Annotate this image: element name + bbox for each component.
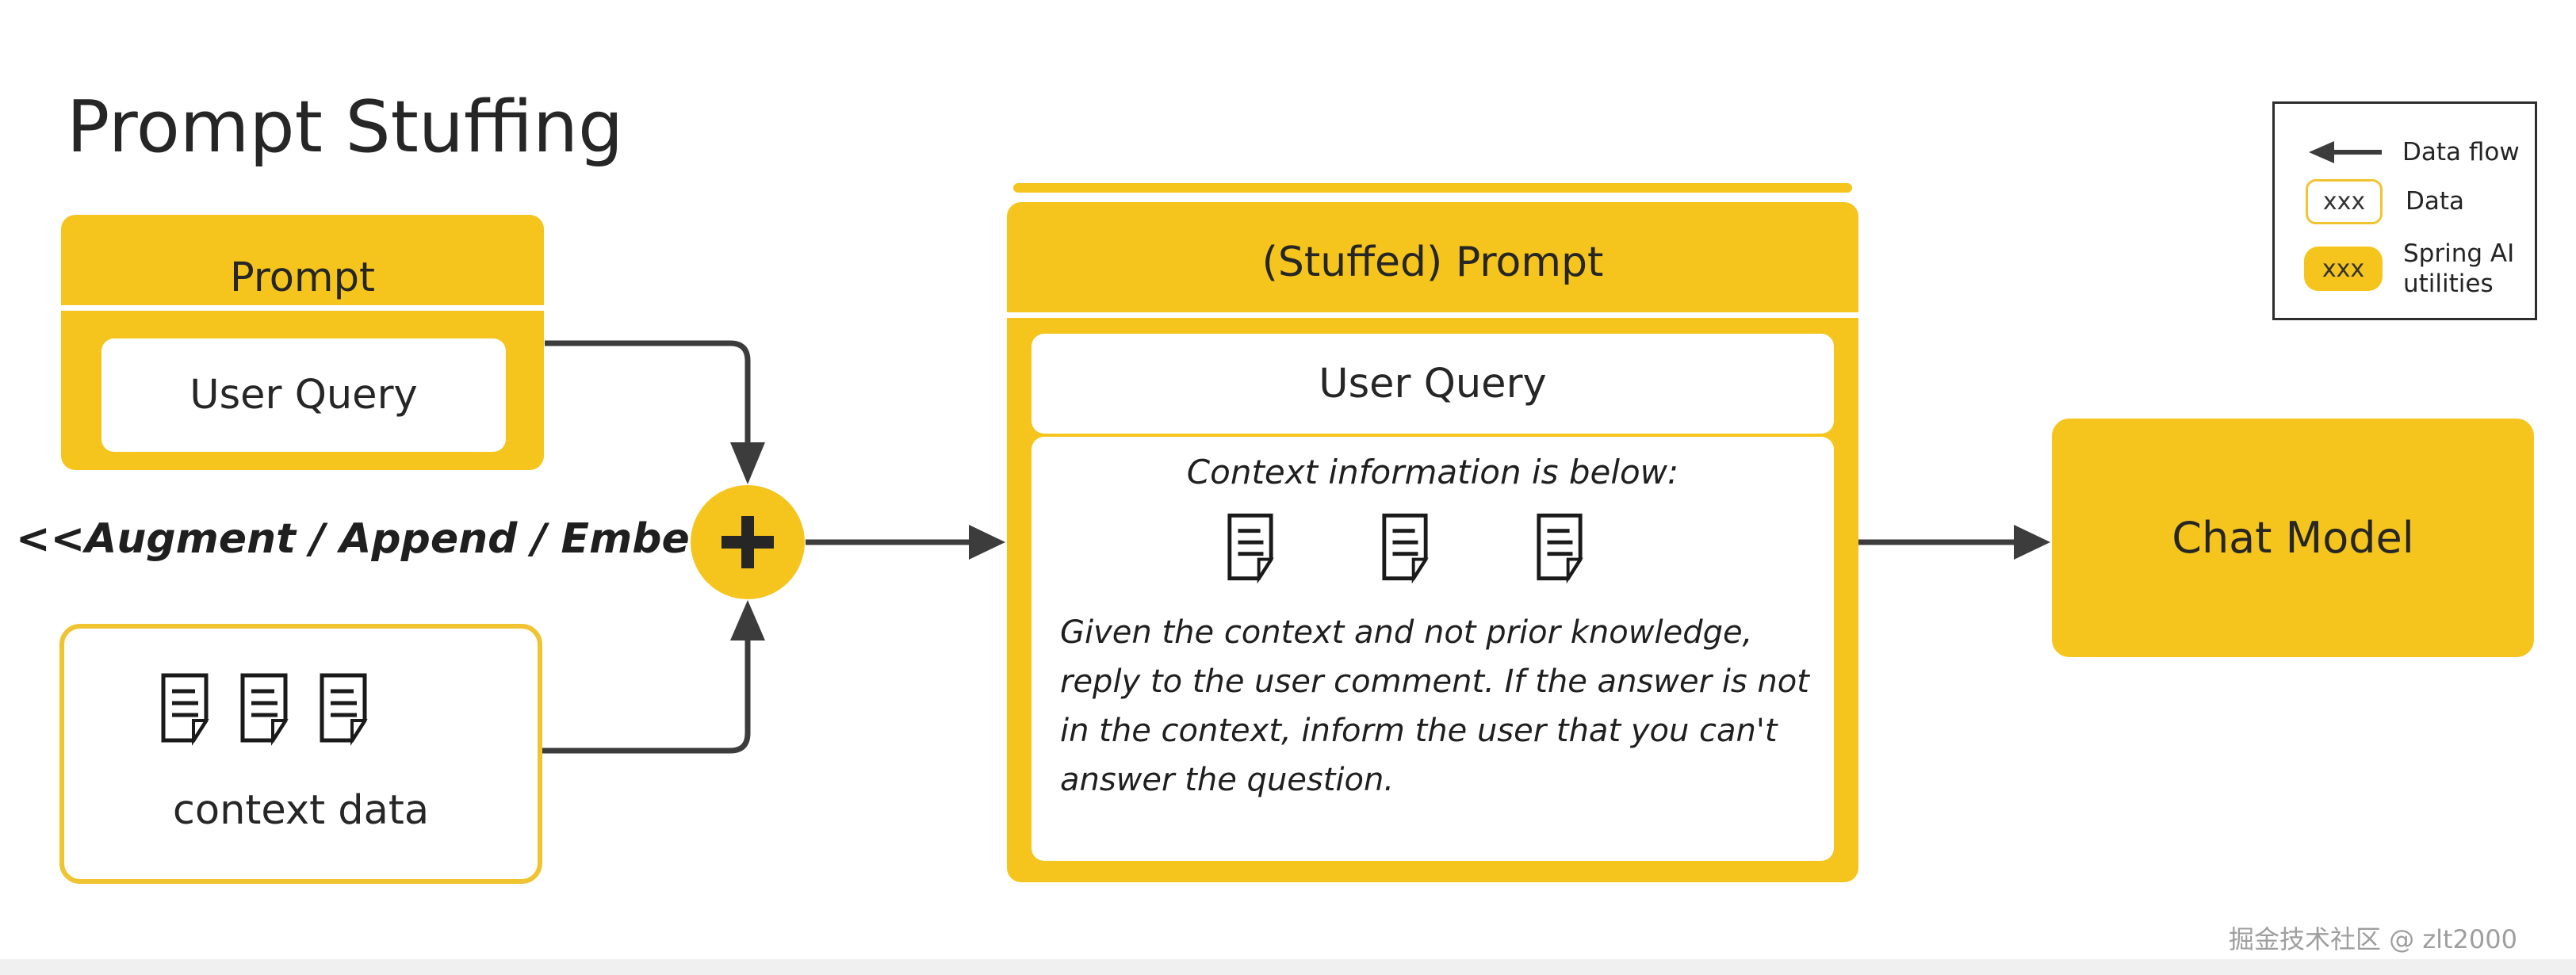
user-query-box: User Query — [101, 338, 506, 452]
document-icon — [240, 673, 289, 746]
legend-label-data: Data — [2406, 187, 2465, 216]
legend-row-data-flow: Data flow — [2306, 136, 2520, 169]
prompt-box-title: Prompt — [230, 254, 375, 301]
arrow-left-icon — [2309, 141, 2382, 163]
context-instruction: Given the context and not prior knowledg… — [1060, 614, 1809, 798]
watermark: 掘金技术社区 @ zlt2000 — [2228, 924, 2517, 954]
arrowhead-up-icon — [730, 600, 765, 640]
document-icon — [1227, 513, 1274, 584]
legend-label-spring-ai: Spring AI utilities — [2403, 239, 2515, 298]
legend-row-data: xxx Data — [2306, 178, 2464, 224]
data-chip: xxx — [2306, 178, 2383, 224]
plus-icon — [691, 485, 805, 599]
stuffed-user-query-box: User Query — [1032, 334, 1834, 434]
arrowhead-right-icon — [2014, 525, 2050, 560]
stuffed-user-query-label: User Query — [1319, 360, 1547, 407]
spring-ai-chip: xxx — [2304, 247, 2383, 291]
chat-model-label: Chat Model — [2172, 513, 2414, 563]
stuffed-prompt-box: (Stuffed) Prompt User Query Context info… — [1007, 202, 1858, 882]
arrowhead-down-icon — [730, 442, 765, 484]
footer-strip — [0, 959, 2576, 975]
data-chip-text: xxx — [2322, 187, 2366, 216]
prompt-box: Prompt User Query — [61, 215, 544, 470]
stuffed-context-box: Context information is below: — [1032, 437, 1834, 861]
connector-context-to-plus — [542, 639, 751, 754]
document-icon — [1382, 513, 1429, 584]
document-icon-row — [1226, 510, 1584, 584]
separator-line — [1007, 312, 1858, 318]
page-title: Prompt Stuffing — [67, 86, 624, 169]
user-query-label: User Query — [189, 372, 418, 419]
operation-label: <<Augment / Append / Embed>> — [16, 515, 789, 563]
document-icon-row — [159, 670, 369, 746]
legend: Data flow xxx Data xxx Spring AI utiliti… — [2272, 101, 2537, 320]
context-data-label: context data — [172, 787, 430, 834]
chat-model-box: Chat Model — [2052, 419, 2534, 657]
legend-row-spring-ai: xxx Spring AI utilities — [2304, 237, 2526, 300]
stuffed-prompt-title: (Stuffed) Prompt — [1261, 239, 1604, 286]
context-heading: Context information is below: — [1186, 453, 1679, 491]
spring-ai-chip-text: xxx — [2321, 254, 2365, 283]
document-icon — [1537, 513, 1583, 584]
stuffed-box-top-strip — [1013, 183, 1852, 193]
connector-prompt-to-plus — [545, 340, 751, 444]
legend-label-data-flow: Data flow — [2402, 138, 2520, 166]
document-icon — [320, 673, 368, 746]
document-icon — [161, 673, 209, 746]
plus-glyph — [722, 516, 774, 568]
separator-line — [61, 305, 544, 311]
context-data-box: context data — [59, 624, 542, 884]
arrowhead-right-icon — [969, 525, 1005, 560]
